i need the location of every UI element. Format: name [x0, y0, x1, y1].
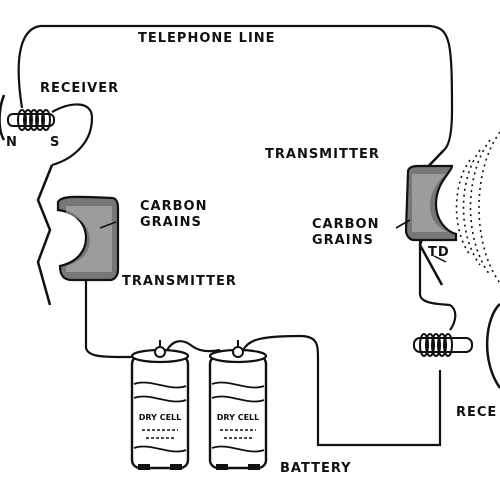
left-receiver-label: RECEIVER: [40, 81, 119, 96]
right-line-drop-wire: [443, 109, 454, 151]
cell-markings: [142, 429, 256, 439]
left-carbon-pointer: [99, 221, 117, 229]
left-transmitter: [36, 164, 120, 306]
telephone-line-label: TELEPHONE LINE: [138, 31, 276, 46]
left-carbon-label-line1: CARBON: [140, 199, 207, 214]
right-carbon-label-line2: GRAINS: [312, 233, 374, 248]
left-receiver-coil: [17, 109, 51, 131]
cell-link-wire: [165, 340, 221, 353]
left-carbon-label-line2: GRAINS: [140, 215, 202, 230]
right-receiver-label: RECE: [456, 405, 497, 420]
dry-cell-2-label: DRY CELL: [217, 413, 259, 422]
left-transmitter-diaphragm: [36, 164, 54, 306]
dry-cell-2: [208, 340, 268, 470]
right-transmitter: [395, 149, 458, 286]
pole-s-label: S: [50, 135, 60, 150]
right-transmitter-label: TRANSMITTER: [265, 147, 380, 162]
battery-label: BATTERY: [280, 461, 352, 476]
left-carbon-grains: [66, 206, 112, 272]
battery-to-right-wire: [241, 334, 442, 447]
right-receiver-diaphragm: [486, 303, 500, 389]
left-transmitter-to-battery-wire: [84, 278, 150, 359]
dry-cell-1-label: DRY CELL: [139, 413, 181, 422]
left-receiver-diaphragm: [0, 94, 6, 141]
right-carbon-pointer: [395, 219, 411, 229]
receiver-lead-wire: [51, 103, 94, 167]
telephone-line-wire: [17, 24, 454, 111]
right-receiver: [413, 303, 500, 389]
right-receiver-coil: [419, 333, 453, 357]
right-carbon-grains: [412, 174, 448, 232]
right-transmitter-to-receiver-wire: [418, 238, 457, 331]
td-pointer: [433, 255, 447, 263]
left-transmitter-label: TRANSMITTER: [122, 274, 237, 289]
left-receiver: [0, 94, 55, 141]
wires: [17, 24, 457, 447]
pole-n-label: N: [6, 135, 18, 150]
battery: DRY CELL DRY CELL: [130, 340, 268, 470]
sound-waves: [455, 131, 500, 284]
td-label: TD: [428, 245, 450, 260]
dry-cell-1: [130, 340, 190, 470]
right-carbon-label-line1: CARBON: [312, 217, 379, 232]
